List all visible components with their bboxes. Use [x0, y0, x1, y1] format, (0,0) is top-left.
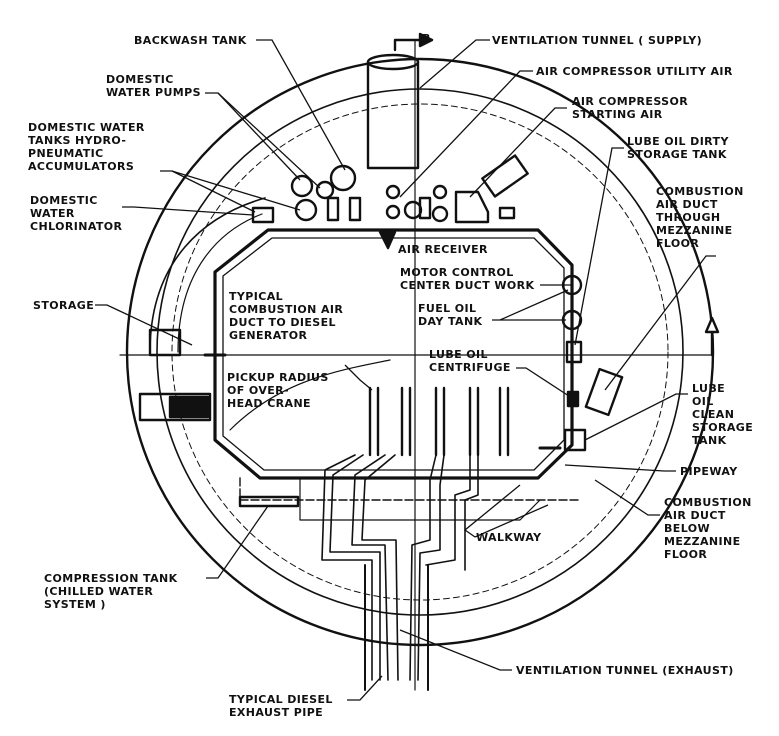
label-pickup-radius: PICKUP RADIUS OF OVER- HEAD CRANE [227, 371, 329, 410]
leader-combustion-below [594, 479, 660, 516]
label-lube-oil-clean: LUBE OIL CLEAN STORAGE TANK [692, 382, 754, 447]
main-room-inner [222, 237, 565, 471]
exhaust-pipe-3 [409, 454, 437, 681]
air-compressor-3 [431, 205, 449, 223]
air-receiver-marker [378, 230, 397, 250]
leader-lube-dirty [574, 147, 624, 346]
label-domestic-water-tanks: DOMESTIC WATER TANKS HYDRO- PNEUMATIC AC… [28, 121, 145, 173]
centrifuge [566, 390, 580, 408]
backwash-tank [329, 164, 357, 192]
leader-fuel-oil [492, 289, 569, 321]
air-receiver-2 [385, 204, 401, 220]
air-receiver-1 [385, 184, 401, 200]
label-motor-control: MOTOR CONTROL CENTER DUCT WORK [400, 266, 535, 292]
label-typical-diesel-exhaust: TYPICAL DIESEL EXHAUST PIPE [229, 693, 333, 719]
leader-air-compressor-utility [399, 70, 533, 198]
section-marker-b [393, 38, 422, 52]
leader-walkway [463, 484, 521, 538]
supply-tunnel [366, 60, 420, 170]
label-marker-b: B [422, 32, 431, 45]
domestic-water-pump-1 [290, 174, 314, 198]
starting-air-unit [454, 190, 490, 224]
exhaust-pipe-1 [321, 454, 373, 681]
leader-typical-duct [344, 364, 373, 391]
label-compression-tank: COMPRESSION TANK (CHILLED WATER SYSTEM ) [44, 572, 178, 611]
leader-diesel-exhaust [347, 675, 383, 701]
leader-ventilation-supply [419, 39, 490, 89]
label-storage: STORAGE [33, 299, 95, 312]
leader-chlorinator [122, 206, 254, 216]
section-marker-b-arrow [418, 32, 434, 48]
accumulator-1 [326, 196, 340, 222]
label-combustion-air-mezz: COMBUSTION AIR DUCT THROUGH MEZZANINE FL… [656, 185, 744, 250]
inner-shell-circle [156, 88, 684, 616]
lube-oil-dirty-tank [565, 340, 583, 364]
leader-combustion-mezz [604, 255, 716, 391]
chlorinator [251, 206, 275, 224]
crane-pickup-radius [229, 359, 391, 431]
hydro-tank-1 [294, 198, 318, 222]
leader-domestic-tanks [160, 170, 301, 211]
label-ventilation-supply: VENTILATION TUNNEL ( SUPPLY) [492, 34, 703, 47]
label-backwash-tank: BACKWASH TANK [134, 34, 247, 47]
domestic-water-pump-2 [315, 180, 335, 200]
dashed-inner-circle [171, 103, 669, 601]
label-combustion-air-below: COMBUSTION AIR DUCT BELOW MEZZANINE FLOO… [664, 496, 752, 561]
exhaust-tunnel [364, 564, 429, 691]
supply-tunnel-top [366, 53, 420, 71]
leader-storage [95, 304, 193, 346]
label-fuel-oil-day-tank: FUEL OIL DAY TANK [418, 302, 483, 328]
label-lube-oil-dirty: LUBE OIL DIRTY STORAGE TANK [627, 135, 729, 161]
lube-oil-dirty-duct [481, 154, 529, 198]
exhaust-pipe-4 [425, 454, 471, 566]
leader-centrifuge [516, 367, 573, 399]
storage-block [148, 328, 182, 357]
main-room-outline [213, 228, 574, 480]
label-pipeway: PIPEWAY [680, 465, 738, 478]
label-typical-combustion-duct: TYPICAL COMBUSTION AIR DUCT TO DIESEL GE… [229, 290, 344, 342]
combustion-air-duct-right [584, 367, 624, 417]
leader-lube-clean [584, 393, 688, 441]
leader-compression-tank [206, 505, 269, 579]
label-air-compressor-utility: AIR COMPRESSOR UTILITY AIR [536, 65, 733, 78]
label-domestic-water-pumps: DOMESTIC WATER PUMPS [106, 73, 201, 99]
leader-backwash [256, 39, 346, 171]
air-compressor-2 [432, 184, 448, 200]
storage-grille [168, 395, 210, 419]
leader-air-compressor-starting [469, 107, 567, 198]
label-air-compressor-starting: AIR COMPRESSOR STARTING AIR [572, 95, 689, 121]
label-domestic-water-chlorinator: DOMESTIC WATER CHLORINATOR [30, 194, 123, 233]
label-ventilation-exhaust: VENTILATION TUNNEL (EXHAUST) [516, 664, 734, 677]
compression-tank [238, 495, 300, 508]
leader-pipeway [564, 464, 676, 472]
storage-rack [138, 392, 212, 422]
air-compressor-1 [403, 200, 423, 220]
small-tank [498, 206, 516, 220]
air-compressor-4 [418, 196, 432, 220]
label-walkway: WALKWAY [476, 531, 542, 544]
accumulator-2 [348, 196, 362, 222]
label-air-receiver: AIR RECEIVER [398, 243, 488, 256]
leader-ventilation-exhaust [399, 629, 512, 671]
label-lube-oil-centrifuge: LUBE OIL CENTRIFUGE [429, 348, 511, 374]
section-marker-right-arrow [704, 316, 720, 334]
exhaust-pipe-2 [351, 454, 389, 681]
